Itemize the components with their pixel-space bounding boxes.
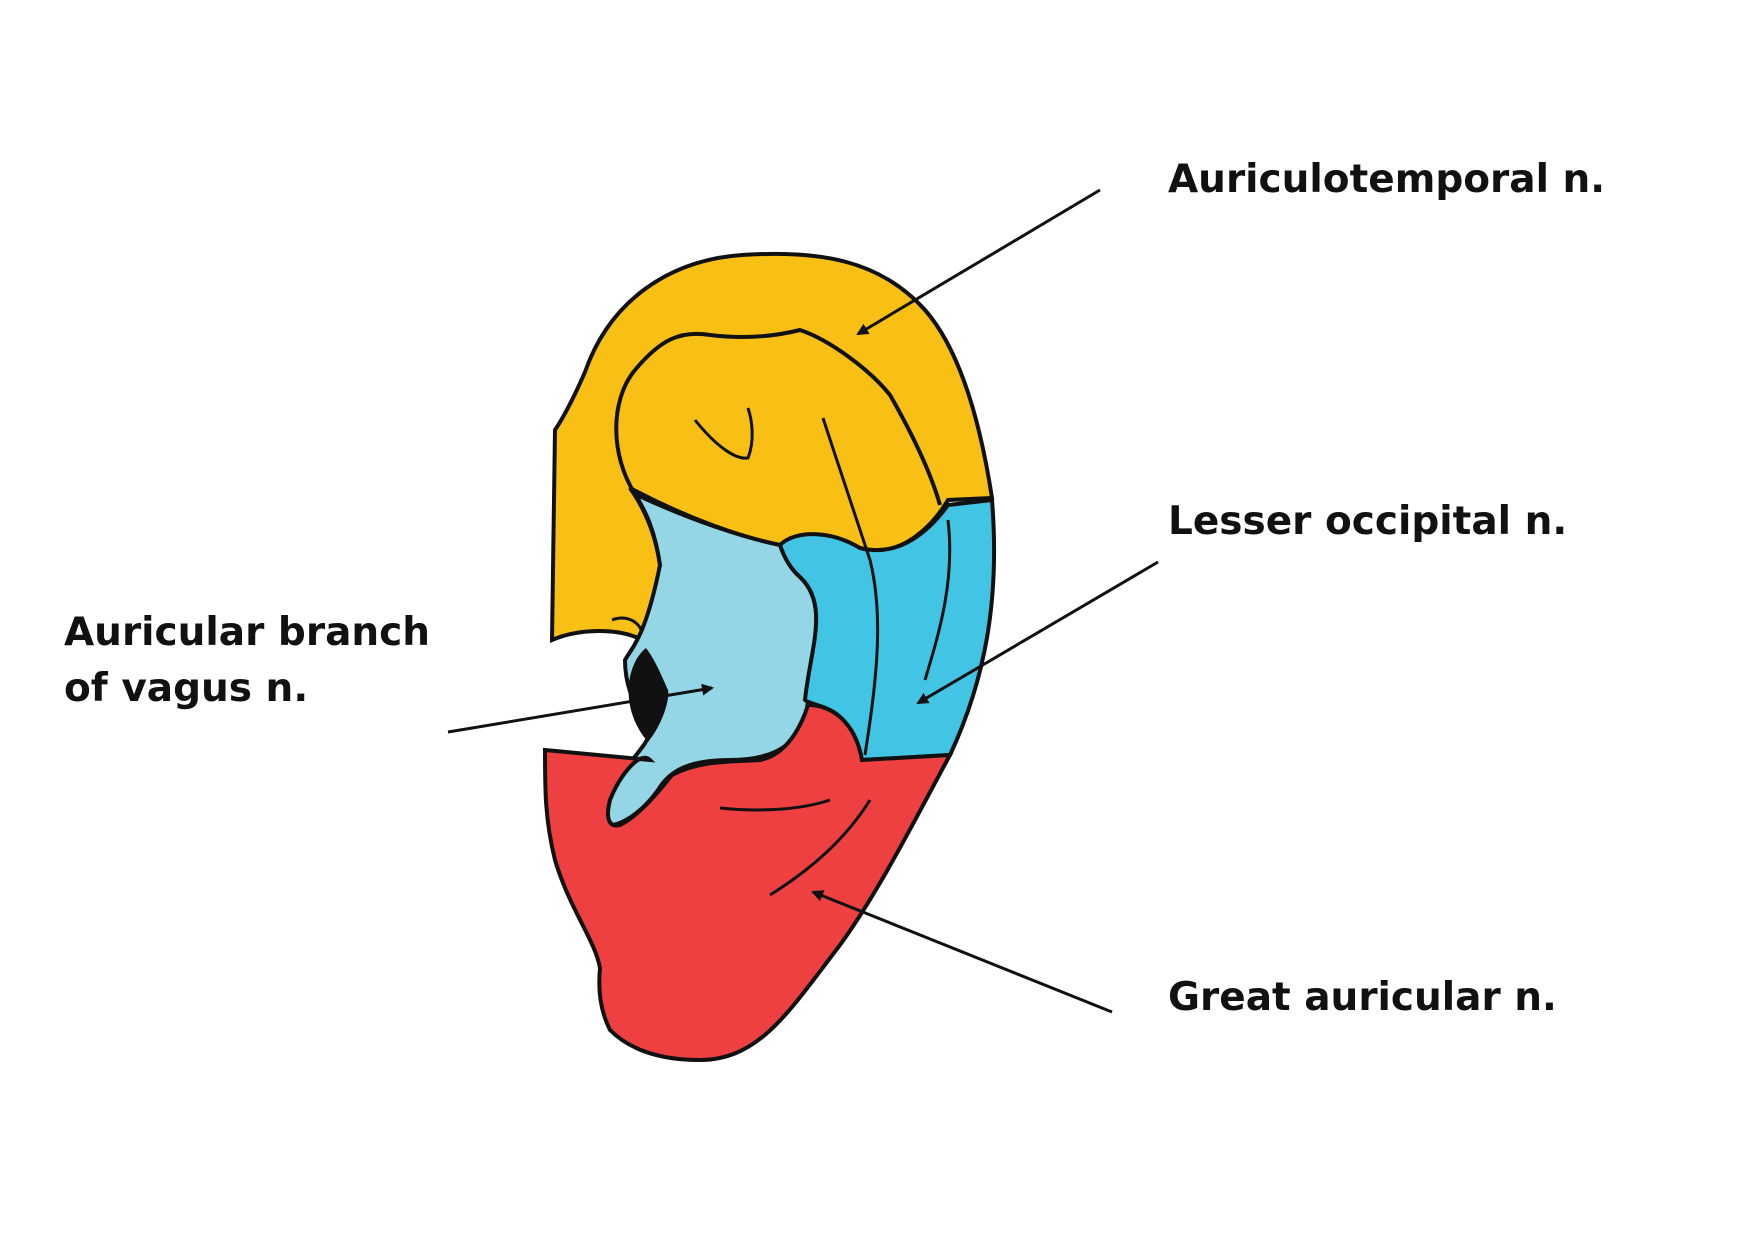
lesser-occipital-label: Lesser occipital n. (1168, 499, 1568, 544)
vagus-label: Auricular branch of vagus n. (64, 605, 430, 717)
vagus-arrow (447, 683, 714, 734)
lobule-fold-2 (769, 799, 872, 897)
great-auricular-arrow (811, 890, 1113, 1014)
crus-curl (693, 407, 754, 460)
tragus-notch (611, 616, 644, 633)
auriculotemporal-arrow (856, 188, 1101, 336)
helix-inner-fold (614, 327, 942, 506)
great-auricular-region (542, 702, 954, 1063)
lesser-occipital-arrow (916, 560, 1159, 705)
scapha-line (923, 519, 952, 681)
auriculotemporal-label: Auriculotemporal n. (1168, 157, 1606, 202)
vagus-label-line-1: Auricular branch (64, 610, 431, 655)
great-auricular-label: Great auricular n. (1168, 975, 1557, 1020)
antihelix-crus-line (821, 417, 880, 756)
ear-canal (628, 648, 669, 742)
lobule-fold-1 (719, 798, 831, 812)
vagus-label-line-2: of vagus n. (64, 666, 309, 711)
